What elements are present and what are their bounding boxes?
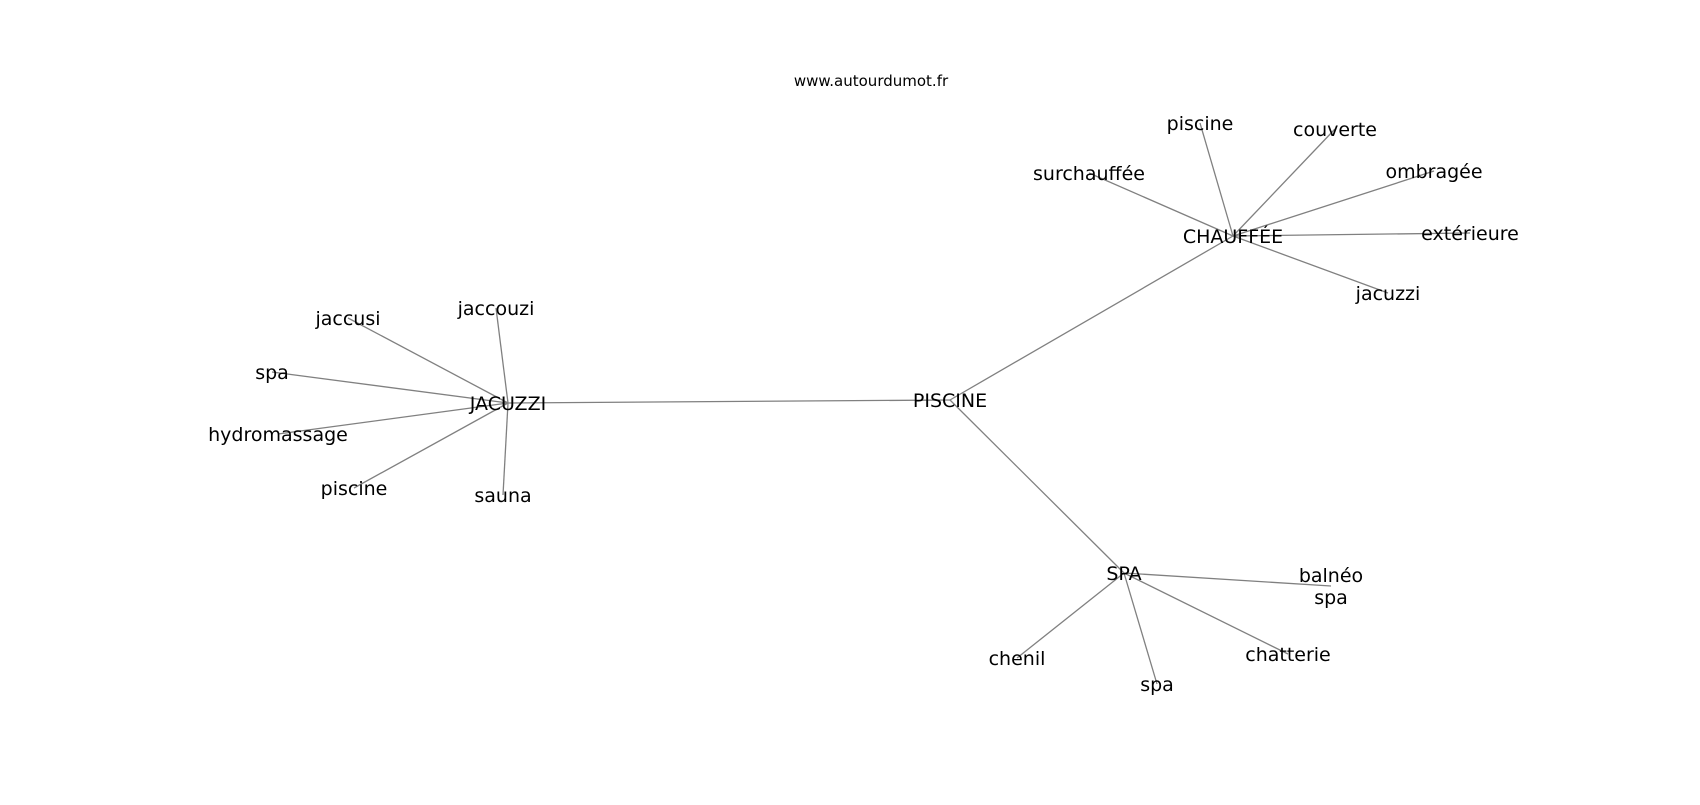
edges-layer [271,122,1471,685]
node-exterieure: extérieure [1421,223,1519,245]
edge-piscine_root-spa_hub [949,399,1125,574]
edge-chauffee_hub-jacuzzi_c [1232,235,1389,294]
node-couverte: couverte [1293,119,1377,141]
edge-spa_hub-spa_s [1123,572,1158,685]
node-chenil: chenil [989,648,1046,670]
node-piscine_j: piscine [321,478,388,500]
node-piscine_c: piscine [1167,113,1234,135]
node-ombragee: ombragée [1385,161,1482,183]
labels-layer: PISCINE JACUZZI CHAUFFÉE SPA jaccusi jaccouzi… [208,113,1519,696]
edge-jacuzzi_hub-sauna [502,402,509,496]
hub-node-piscine_root: PISCINE [913,390,987,412]
edge-chauffee_hub-exterieure [1232,232,1471,237]
source-label: www.autourdumot.fr [793,72,949,90]
edge-spa_hub-chatterie [1123,572,1289,655]
node-spa_j: spa [255,362,289,384]
edge-jacuzzi_hub-hydromassage [277,402,509,435]
edge-jacuzzi_hub-jaccusi [347,317,509,404]
edge-jacuzzi_hub-spa_j [271,371,509,404]
node-spa_s: spa [1140,674,1174,696]
edge-jacuzzi_hub-piscine_j [353,402,509,489]
edge-piscine_root-chauffee_hub [949,235,1234,401]
edge-piscine_root-jacuzzi_hub [507,399,951,404]
node-hydromassage: hydromassage [208,424,348,446]
edge-chauffee_hub-couverte [1232,128,1336,237]
edge-chauffee_hub-surchauffee [1088,172,1234,237]
node-chatterie: chatterie [1245,644,1331,666]
hub-node-chauffee_hub: CHAUFFÉE [1183,225,1283,248]
edge-spa_hub-chenil [1016,572,1125,659]
hub-node-spa_hub: SPA [1106,563,1141,585]
node-jacuzzi_c: jacuzzi [1355,283,1421,305]
edge-chauffee_hub-piscine_c [1199,122,1234,237]
edge-spa_hub-balneo_spa [1123,572,1332,587]
node-jaccouzi: jaccouzi [457,298,535,320]
hub-node-jacuzzi_hub: JACUZZI [469,393,546,415]
node-surchauffee: surchauffée [1033,163,1145,185]
node-jaccusi: jaccusi [314,308,380,330]
node-sauna: sauna [474,485,531,507]
edge-jacuzzi_hub-jaccouzi [495,307,509,404]
edge-chauffee_hub-ombragee [1232,170,1435,237]
